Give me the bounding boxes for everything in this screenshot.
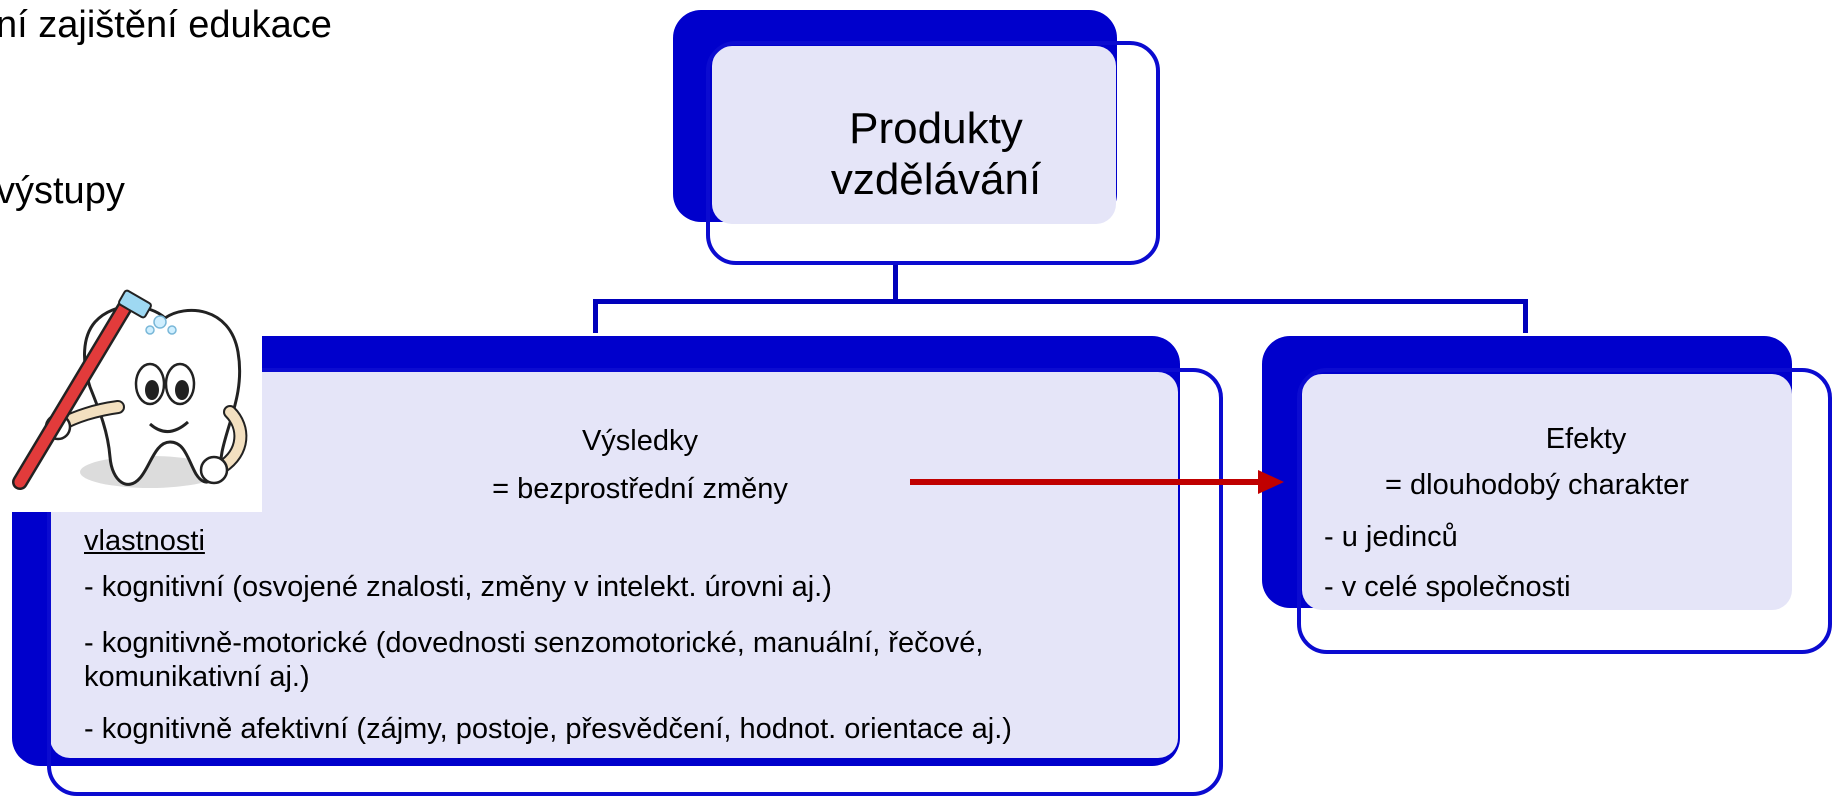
slide-heading-line1: ní zajištění edukace [0, 4, 332, 46]
right-box-item: - u jedinců [1324, 521, 1458, 553]
top-box-line1: Produkty [849, 104, 1023, 153]
top-box-label: Produkty vzdělávání [706, 104, 1166, 205]
tooth-with-toothbrush-icon [0, 282, 262, 512]
top-box-fill [712, 46, 1116, 224]
right-box-fill [1302, 374, 1792, 610]
arrow-line [910, 479, 1260, 485]
left-box-item: - kognitivně-motorické (dovednosti senzo… [84, 627, 984, 659]
left-box-section-label: vlastnosti [84, 525, 205, 557]
connector-horizontal [593, 299, 1528, 304]
left-box-item: - kognitivní (osvojené znalosti, změny v… [84, 571, 832, 603]
arrow-head-icon [1258, 470, 1284, 494]
right-box-item: - v celé společnosti [1324, 571, 1571, 603]
connector-left-drop [593, 299, 598, 333]
left-box-item: - kognitivně afektivní (zájmy, postoje, … [84, 713, 1012, 745]
connector-vertical-top [893, 265, 898, 302]
left-box-outline [47, 368, 1223, 796]
connector-right-drop [1523, 299, 1528, 333]
top-box-line2: vzdělávání [830, 154, 1042, 204]
right-box-subtitle: = dlouhodobý charakter [1385, 469, 1689, 501]
slide-heading-line2: výstupy [0, 170, 125, 212]
top-box-outline [706, 41, 1160, 265]
left-box-subtitle: = bezprostřední změny [492, 473, 788, 505]
left-box-title: Výsledky [581, 425, 699, 457]
right-box-outline [1297, 368, 1832, 654]
right-box-title: Efekty [1545, 423, 1627, 455]
left-box-item: komunikativní aj.) [84, 661, 310, 693]
